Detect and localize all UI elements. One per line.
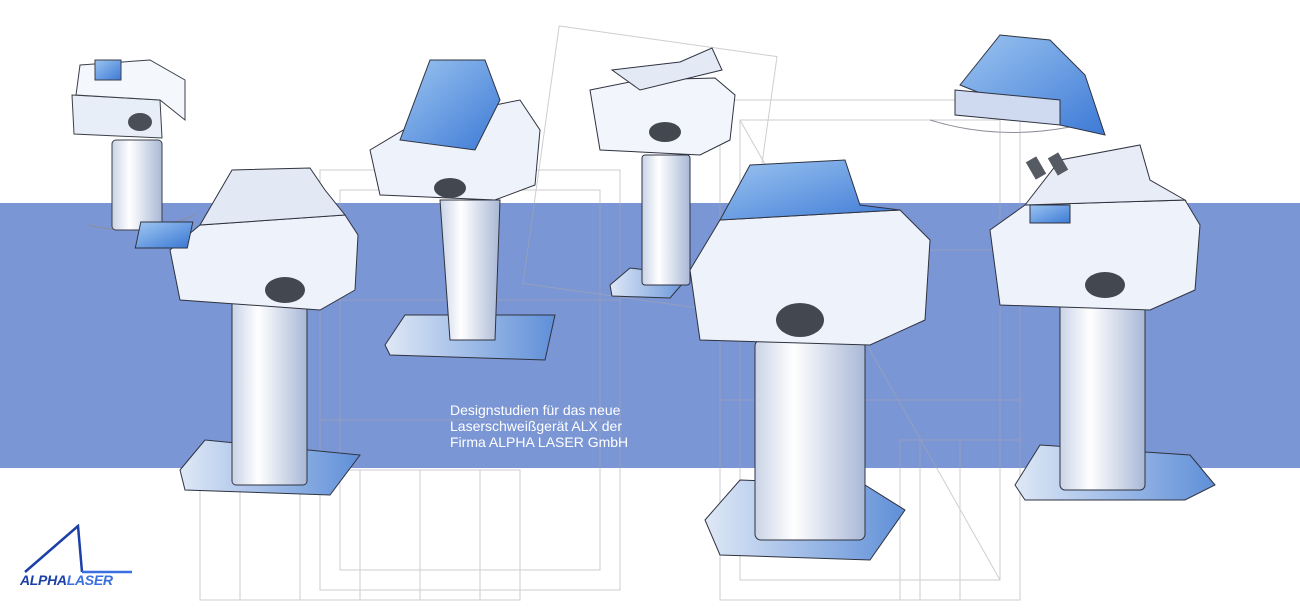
device-sketch-1 [71, 59, 196, 231]
device-sketch-5 [689, 159, 931, 561]
alpha-laser-logo: ALPHALASER [20, 524, 140, 588]
logo-part-laser: LASER [66, 572, 113, 588]
device-sketch-6 [929, 34, 1106, 136]
logo-wordmark: ALPHALASER [20, 572, 113, 588]
caption-text: Designstudien für das neue Laserschweißg… [450, 402, 690, 450]
device-sketch-3 [369, 59, 556, 361]
device-sketch-4 [589, 47, 736, 299]
caption-line-3: Firma ALPHA LASER GmbH [450, 434, 629, 450]
caption-line-1: Designstudien für das neue [450, 402, 621, 418]
device-sketch-2 [134, 167, 361, 496]
logo-triangle-icon [24, 524, 132, 574]
logo-part-alpha: ALPHA [20, 572, 67, 588]
device-sketch-7 [989, 144, 1216, 501]
caption-line-2: Laserschweißgerät ALX der [450, 418, 622, 434]
